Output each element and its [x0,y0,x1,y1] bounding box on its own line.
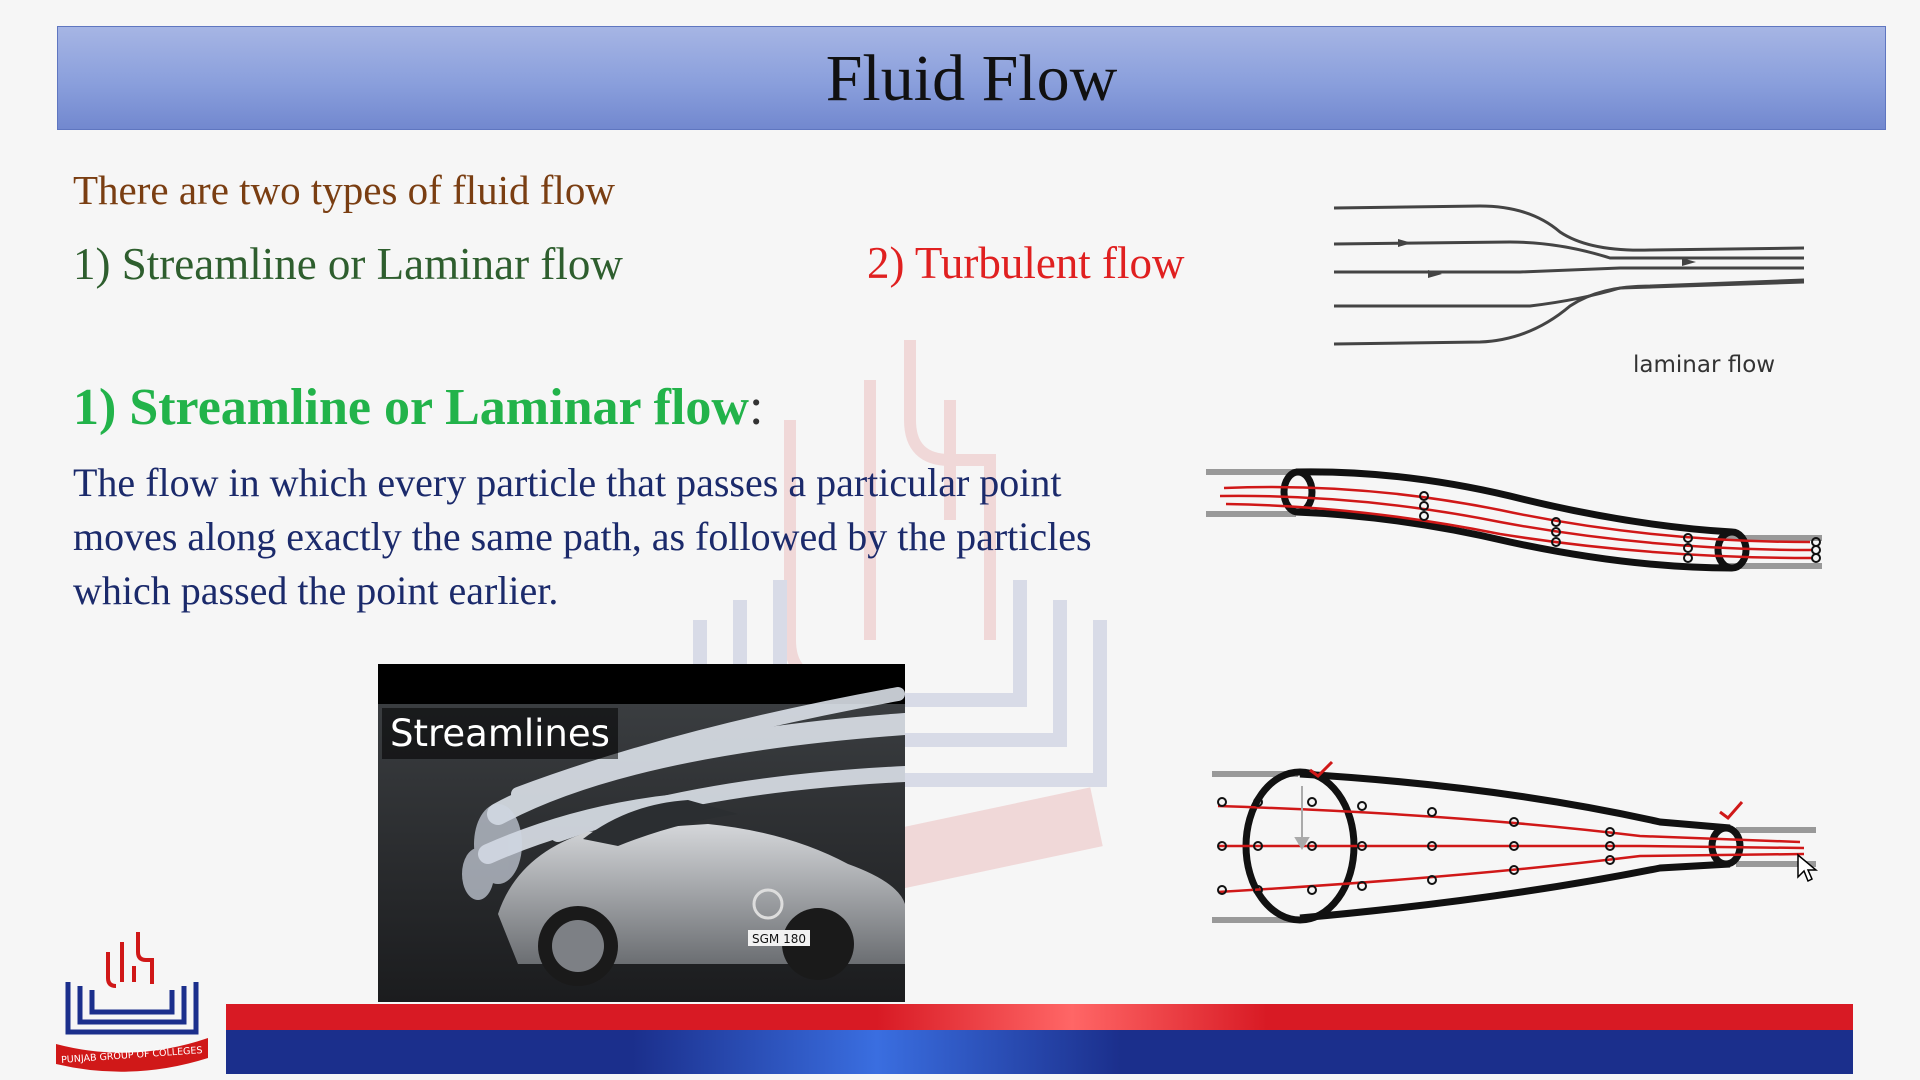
slide-title: Fluid Flow [825,42,1118,115]
laminar-flow-caption: laminar flow [1633,352,1776,378]
section-heading-colon: : [748,379,764,436]
streamlines-label: Streamlines [382,708,618,759]
laminar-flow-diagram [1333,204,1805,346]
flow-type-1: 1) Streamline or Laminar flow [73,239,623,289]
streamlines-photo: SGM 180 Streamlines [378,664,905,1002]
definition-text: The flow in which every particle that pa… [73,460,1092,613]
license-plate: SGM 180 [752,932,806,946]
college-logo-icon: PUNJAB GROUP OF COLLEGES [46,912,218,1078]
intro-text: There are two types of fluid flow [73,167,615,213]
mouse-cursor-icon [1797,853,1818,883]
footer-red-bar [226,1004,1853,1030]
footer-blue-bar [226,1030,1853,1074]
converging-tube-diagram [1212,760,1816,924]
flow-type-2: 2) Turbulent flow [867,238,1185,288]
section-heading-label: 1) Streamline or Laminar flow [73,379,749,436]
section-heading: 1) Streamline or Laminar flow: [73,378,763,437]
title-bar: Fluid Flow [57,26,1886,130]
flow-tube-diagram [1206,468,1822,572]
